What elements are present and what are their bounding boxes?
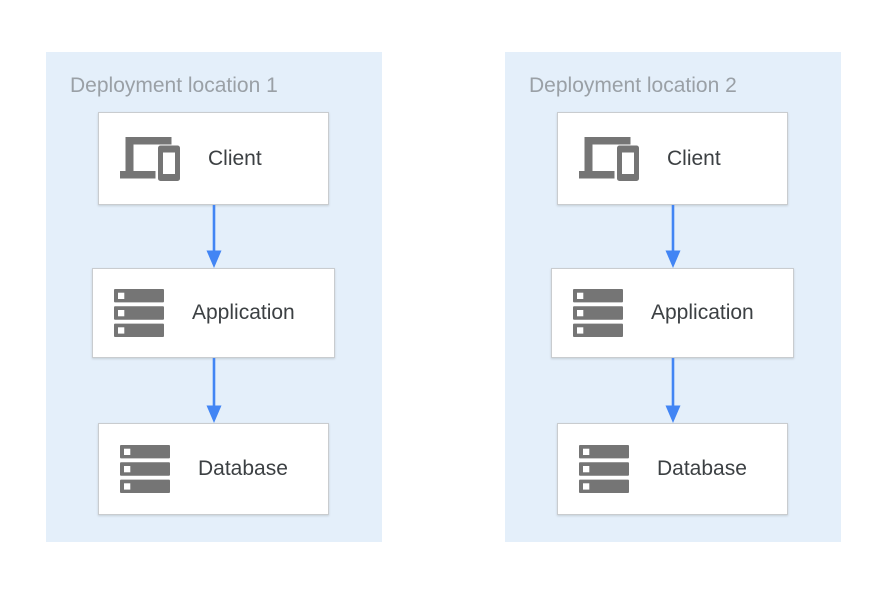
server-storage-icon bbox=[573, 289, 623, 337]
node-label: Application bbox=[192, 301, 295, 324]
node-label: Database bbox=[198, 457, 288, 480]
deployment-panel-1: Deployment location 1 Client bbox=[46, 52, 382, 542]
panel-title: Deployment location 1 bbox=[70, 74, 278, 97]
node-client: Client bbox=[557, 112, 788, 205]
server-storage-icon bbox=[120, 445, 170, 493]
node-label: Database bbox=[657, 457, 747, 480]
server-storage-icon bbox=[114, 289, 164, 337]
node-label: Client bbox=[667, 146, 721, 170]
arrow-application-to-database bbox=[665, 358, 681, 423]
deployment-panel-2: Deployment location 2 Client bbox=[505, 52, 841, 542]
node-application: Application bbox=[551, 268, 794, 358]
node-client: Client bbox=[98, 112, 329, 205]
node-database: Database bbox=[557, 423, 788, 515]
arrow-client-to-application bbox=[665, 205, 681, 268]
server-storage-icon bbox=[579, 445, 629, 493]
node-label: Client bbox=[208, 146, 262, 170]
node-database: Database bbox=[98, 423, 329, 515]
client-devices-icon bbox=[579, 136, 639, 181]
client-devices-icon bbox=[120, 136, 180, 181]
arrow-application-to-database bbox=[206, 358, 222, 423]
node-application: Application bbox=[92, 268, 335, 358]
panel-title: Deployment location 2 bbox=[529, 74, 737, 97]
node-label: Application bbox=[651, 301, 754, 324]
arrow-client-to-application bbox=[206, 205, 222, 268]
